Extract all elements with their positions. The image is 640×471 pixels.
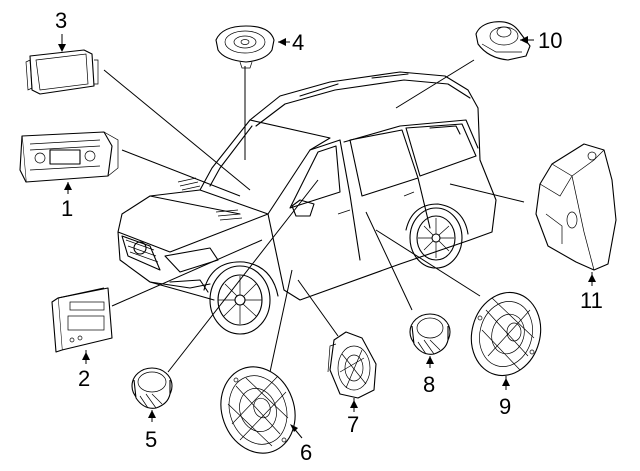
amplifier-module-icon: [51, 287, 113, 353]
rear-tweeter-icon: [409, 313, 451, 355]
tweeter-icon: [131, 367, 173, 409]
head-unit-icon: [19, 131, 119, 183]
callout-9: 9: [499, 394, 511, 419]
part-9-rear-door-speaker: 9: [470, 291, 542, 419]
part-2-amplifier: 2: [51, 287, 113, 391]
part-5-tweeter: 5: [131, 367, 173, 452]
display-screen-icon: [25, 49, 99, 95]
callout-3: 3: [55, 8, 67, 33]
door-speaker-bracket-icon: [327, 331, 377, 399]
dash-speaker-icon: [215, 25, 275, 69]
part-4-dash-speaker: 4: [215, 25, 304, 69]
door-speaker-icon: [220, 366, 296, 454]
part-8-rear-tweeter: 8: [409, 313, 451, 397]
part-7-door-speaker-bracket: 7: [327, 331, 377, 437]
callout-5: 5: [145, 427, 157, 452]
part-10-rear-shelf-speaker: 10: [475, 21, 562, 61]
callout-8: 8: [423, 372, 435, 397]
part-6-door-speaker: 6: [220, 366, 312, 465]
callout-7: 7: [347, 412, 359, 437]
callout-11: 11: [580, 288, 603, 313]
leader-lines: [103, 59, 525, 373]
subwoofer-enclosure-icon: [535, 143, 617, 271]
callout-1: 1: [61, 196, 73, 221]
callout-2: 2: [78, 366, 90, 391]
part-11-subwoofer-enclosure: 11: [535, 143, 617, 313]
rear-door-speaker-icon: [470, 291, 542, 377]
part-3-display: 3: [25, 8, 99, 95]
part-1-head-unit: 1: [19, 131, 119, 221]
callout-10: 10: [538, 28, 562, 53]
rear-shelf-speaker-icon: [475, 21, 531, 61]
callout-6: 6: [300, 440, 312, 465]
vehicle-illustration: [117, 71, 497, 335]
callout-4: 4: [292, 30, 304, 55]
